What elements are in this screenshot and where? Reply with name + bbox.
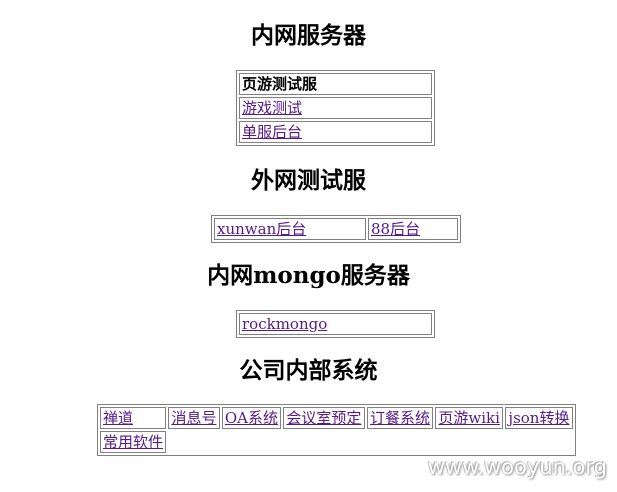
intranet-servers-table: 页游测试服 游戏测试 单服后台	[236, 70, 435, 146]
section-title-internal-systems: 公司内部系统	[239, 357, 378, 384]
link-zentao[interactable]: 禅道	[103, 409, 134, 427]
link-json-converter[interactable]: json转换	[508, 409, 570, 427]
table-row: 游戏测试	[239, 97, 432, 119]
link-meal-ordering[interactable]: 订餐系统	[369, 409, 430, 427]
link-88-admin[interactable]: 88后台	[371, 220, 421, 238]
table-row: rockmongo	[239, 313, 432, 335]
section-title-intranet-mongo: 内网mongo服务器	[207, 262, 410, 289]
table-row: xunwan后台 88后台	[214, 218, 458, 240]
internal-systems-table: 禅道 消息号 OA系统 会议室预定 订餐系统 页游wiki json转换 常用软…	[97, 404, 576, 456]
link-meeting-room-booking[interactable]: 会议室预定	[286, 409, 362, 427]
link-rockmongo[interactable]: rockmongo	[242, 315, 328, 333]
empty-cell	[168, 431, 573, 453]
table-row: 页游测试服	[239, 73, 432, 95]
table-row: 常用软件	[100, 431, 573, 453]
section-title-external-test-servers: 外网测试服	[251, 167, 366, 194]
watermark: www.wooyun.org	[427, 455, 607, 479]
link-web-game-wiki[interactable]: 页游wiki	[438, 409, 500, 427]
link-xunwan-admin[interactable]: xunwan后台	[217, 220, 307, 238]
link-message-account[interactable]: 消息号	[171, 409, 217, 427]
section-title-intranet-servers: 内网服务器	[251, 22, 366, 49]
table-row: 禅道 消息号 OA系统 会议室预定 订餐系统 页游wiki json转换	[100, 407, 573, 429]
table-header-web-game-test: 页游测试服	[239, 73, 432, 95]
link-oa-system[interactable]: OA系统	[224, 409, 278, 427]
link-single-server-admin[interactable]: 单服后台	[242, 123, 303, 141]
intranet-mongo-table: rockmongo	[236, 310, 435, 338]
link-common-software[interactable]: 常用软件	[103, 433, 164, 451]
table-row: 单服后台	[239, 121, 432, 143]
external-test-servers-table: xunwan后台 88后台	[211, 215, 461, 243]
link-game-test[interactable]: 游戏测试	[242, 99, 303, 117]
